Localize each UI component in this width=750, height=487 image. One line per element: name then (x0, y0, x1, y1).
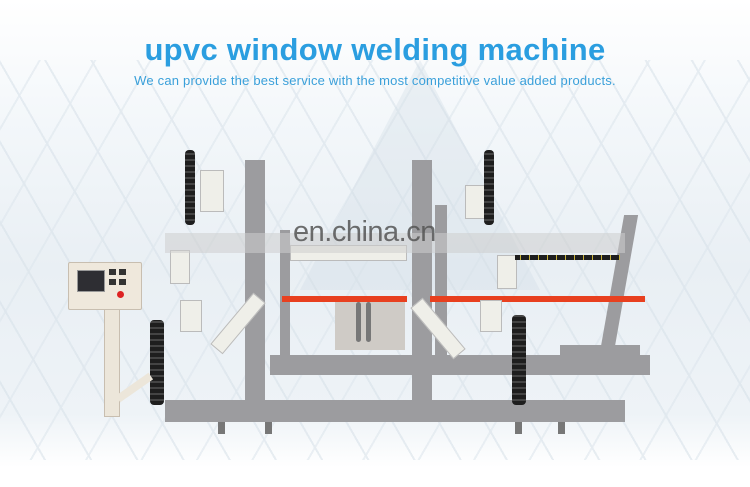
page-subtitle: We can provide the best service with the… (134, 73, 616, 88)
emergency-stop-icon (117, 291, 124, 298)
watermark: en.china.cn (293, 216, 436, 248)
control-screen (77, 270, 105, 292)
control-panel (68, 262, 142, 310)
watermark-band (165, 233, 625, 253)
page-title: upvc window welding machine (144, 32, 606, 67)
